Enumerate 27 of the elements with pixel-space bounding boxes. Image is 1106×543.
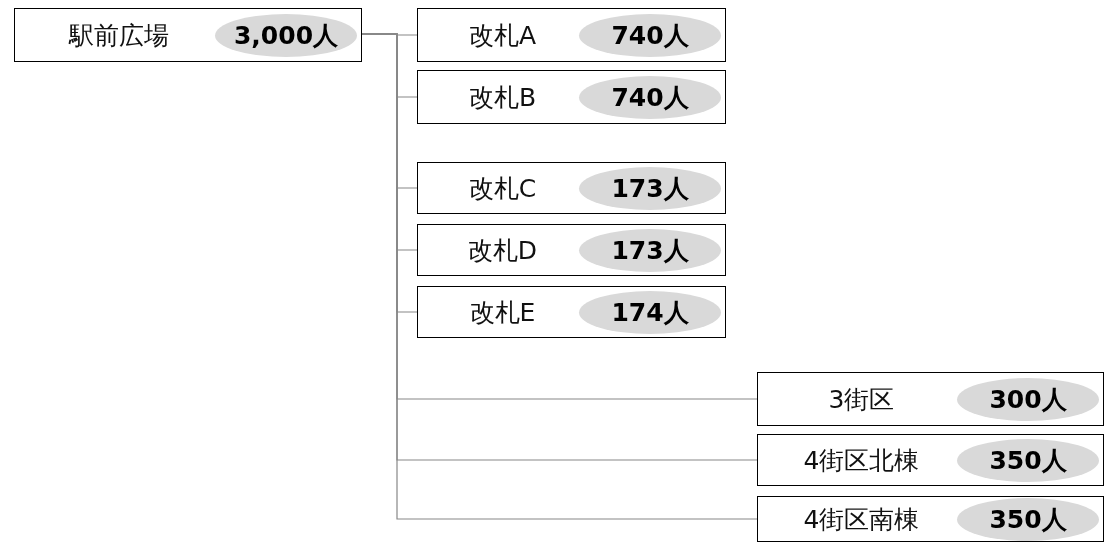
place-label: 4街区北棟: [802, 444, 921, 477]
place-label: 改札C: [467, 172, 538, 205]
count-box: [14, 8, 362, 62]
people-count: 173人: [579, 166, 721, 210]
count-box: [417, 70, 726, 124]
count-box: [757, 372, 1104, 426]
place-label: 改札D: [466, 234, 539, 267]
count-box: [757, 496, 1104, 542]
count-box: [417, 286, 726, 338]
place-label: 3街区: [827, 383, 896, 416]
place-label: 改札B: [467, 81, 538, 114]
place-label: 4街区南棟: [802, 503, 921, 536]
people-count: 3,000人: [215, 13, 357, 57]
count-box: [757, 434, 1104, 486]
people-count: 300人: [957, 377, 1099, 421]
people-count: 350人: [957, 438, 1099, 482]
people-count: 350人: [957, 497, 1099, 541]
count-box: [417, 162, 726, 214]
people-count: 740人: [579, 75, 721, 119]
people-count: 740人: [579, 13, 721, 57]
count-box: [417, 8, 726, 62]
place-label: 改札E: [468, 296, 537, 329]
people-count: 174人: [579, 290, 721, 334]
place-label: 改札A: [467, 19, 538, 52]
place-label: 駅前広場: [67, 19, 170, 52]
people-count: 173人: [579, 228, 721, 272]
count-box: [417, 224, 726, 276]
